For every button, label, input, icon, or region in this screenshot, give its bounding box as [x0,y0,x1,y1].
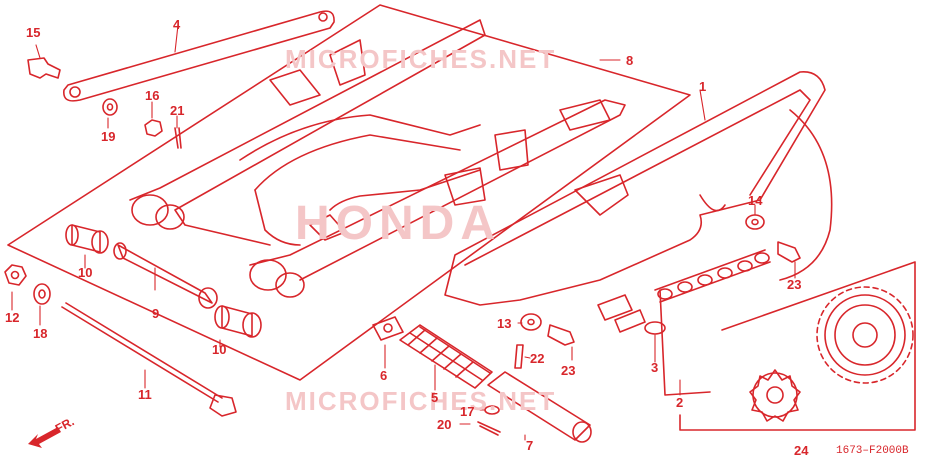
part-swingarm [129,19,626,298]
part-label-10-lower: 10 [212,342,227,357]
part-nut-12 [4,264,27,286]
part-label-9: 9 [152,306,160,321]
part-bolt-23-right [777,241,801,263]
watermark-bottom: MICROFICHES.NET [285,386,557,416]
part-label-13: 13 [497,316,512,331]
part-label-8: 8 [626,53,634,68]
part-label-22: 22 [530,351,545,366]
part-plate-6 [372,316,404,341]
part-drive-chain [654,249,771,303]
part-label-7: 7 [526,438,534,453]
part-label-2: 2 [676,395,684,410]
part-label-1: 1 [699,79,707,94]
part-washer-19 [102,98,118,116]
watermark-center: HONDA [295,197,501,250]
part-stopper-arm [63,10,335,102]
part-cotter-pin-21 [174,127,182,149]
part-label-23-lower: 23 [561,363,576,378]
part-label-23-right: 23 [787,277,802,292]
part-chain-case [444,71,833,306]
part-drive-sprocket [749,369,801,422]
part-label-4: 4 [173,17,181,32]
part-label-18: 18 [33,326,48,341]
part-bolt-23-lower [547,324,575,346]
part-nut-16 [144,119,163,137]
part-washer-18 [33,283,51,305]
part-label-19: 19 [101,129,116,144]
part-label-17: 17 [460,404,475,419]
part-bushing-lower [214,305,262,338]
part-label-10-upper: 10 [78,265,93,280]
part-pin-22 [514,344,524,369]
part-label-5: 5 [431,390,439,405]
part-label-3: 3 [651,360,659,375]
figure-code: 1673–F2000B [836,445,909,457]
part-label-24: 24 [794,443,809,458]
watermark-top: MICROFICHES.NET [285,44,557,74]
part-boot-5 [399,324,493,389]
part-bushing-upper [65,224,109,254]
part-bolt-15 [27,57,61,79]
part-label-14: 14 [748,193,763,208]
part-label-6: 6 [380,368,388,383]
part-label-21: 21 [170,103,185,118]
part-driven-sprocket [816,286,914,384]
part-label-16: 16 [145,88,160,103]
part-label-11: 11 [138,387,152,402]
part-chain-joint [597,294,666,335]
part-pivot-collar [113,242,218,309]
part-washer-13 [520,313,542,331]
part-label-15: 15 [26,25,41,40]
part-label-12: 12 [5,310,20,325]
assembly-outline [7,4,691,381]
part-cotter-20 [477,421,501,436]
part-pivot-bolt [61,302,237,417]
part-washer-14 [745,214,765,230]
bracket-chain [659,289,711,396]
part-axle-7 [487,371,592,443]
bracket-sprockets [679,261,916,431]
leader-lines [11,24,796,441]
front-direction-arrow [28,427,61,448]
part-label-20: 20 [437,417,452,432]
